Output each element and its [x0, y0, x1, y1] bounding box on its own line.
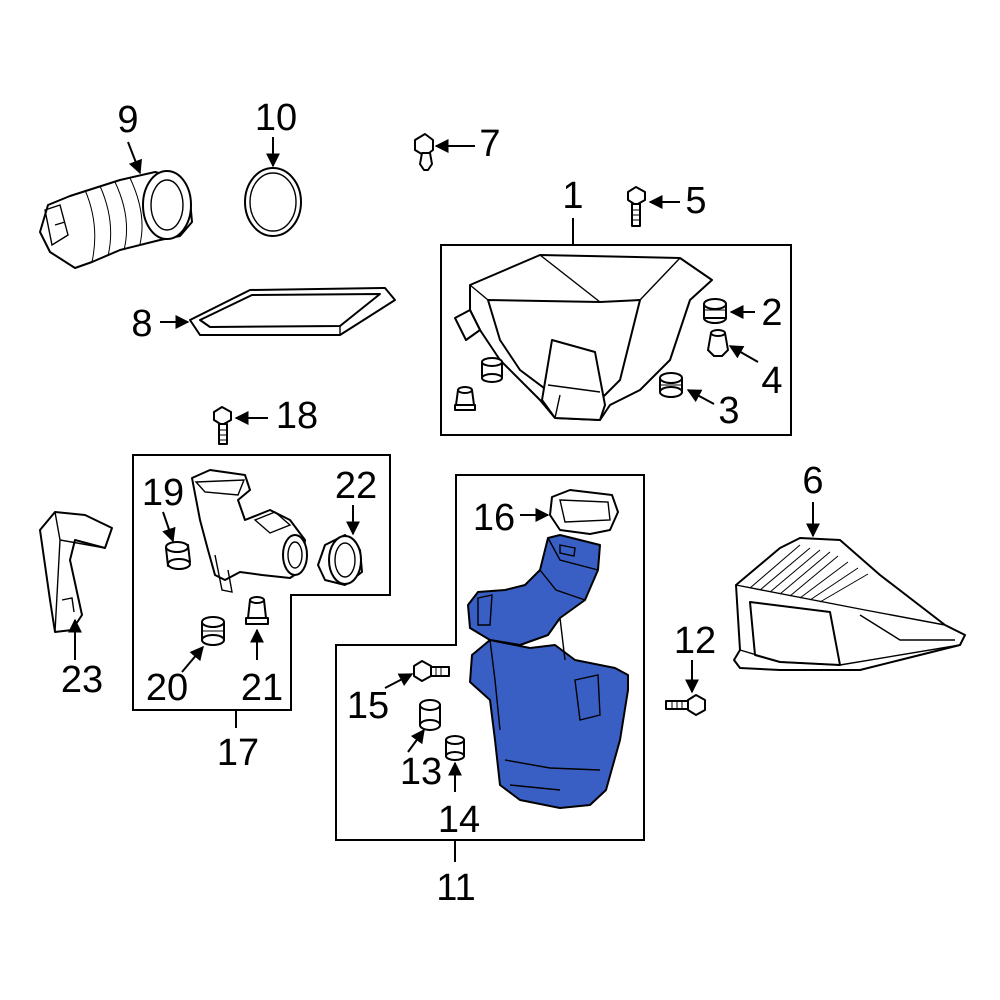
bolt-part-12	[665, 694, 706, 716]
callout-12: 12	[674, 620, 716, 662]
intake-hose-part-9	[39, 170, 193, 269]
callout-22: 22	[335, 465, 377, 507]
callout-13: 13	[400, 751, 442, 793]
callout-15: 15	[347, 685, 389, 727]
grommet-part-20	[201, 616, 225, 646]
intake-duct-part-17	[191, 469, 308, 593]
air-box-cover-part-6	[733, 537, 966, 671]
grommet-part-3	[659, 372, 683, 398]
callout-9: 9	[117, 99, 138, 141]
callout-20: 20	[146, 667, 188, 709]
leader-4	[728, 345, 759, 363]
pin-left-part-1	[454, 386, 476, 411]
resonator-part-11	[467, 534, 629, 809]
grommet-part-2	[703, 298, 727, 324]
callout-16: 16	[473, 497, 515, 539]
callout-8: 8	[131, 303, 152, 345]
leader-3	[686, 389, 715, 405]
callout-1: 1	[562, 175, 583, 217]
leader-9	[127, 141, 142, 175]
leader-15	[384, 673, 414, 689]
grommet-part-14	[445, 735, 465, 761]
callout-17: 17	[217, 732, 259, 774]
bolt-part-5	[627, 186, 646, 227]
air-filter-part-8	[189, 287, 396, 336]
leader-19	[162, 511, 176, 543]
callout-18: 18	[276, 395, 318, 437]
mount-pin-part-4	[707, 329, 729, 357]
callout-2: 2	[761, 292, 782, 334]
grommet-part-19	[165, 541, 191, 570]
callout-4: 4	[761, 360, 782, 402]
seal-part-16	[549, 489, 619, 535]
grommet-part-13	[419, 699, 441, 731]
callout-7: 7	[479, 123, 500, 165]
grommet-left-part-1	[481, 357, 503, 383]
air-box-lower-part-1	[454, 254, 713, 421]
callout-10: 10	[255, 97, 297, 139]
seal-ring-part-10	[244, 167, 302, 237]
leader-20	[181, 645, 204, 673]
callout-19: 19	[142, 472, 184, 514]
callout-6: 6	[802, 460, 823, 502]
bolt-part-15	[413, 660, 450, 682]
callout-14: 14	[438, 799, 480, 841]
bracket-part-23	[39, 511, 113, 633]
callout-23: 23	[61, 659, 103, 701]
coupler-part-22	[317, 534, 363, 586]
callout-5: 5	[685, 180, 706, 222]
callout-21: 21	[241, 667, 283, 709]
push-clip-part-7	[414, 133, 434, 171]
callout-11: 11	[436, 867, 475, 909]
bolt-part-18	[213, 406, 232, 445]
callout-3: 3	[718, 390, 739, 432]
mount-pin-part-21	[245, 596, 269, 625]
leader-13	[407, 728, 425, 753]
